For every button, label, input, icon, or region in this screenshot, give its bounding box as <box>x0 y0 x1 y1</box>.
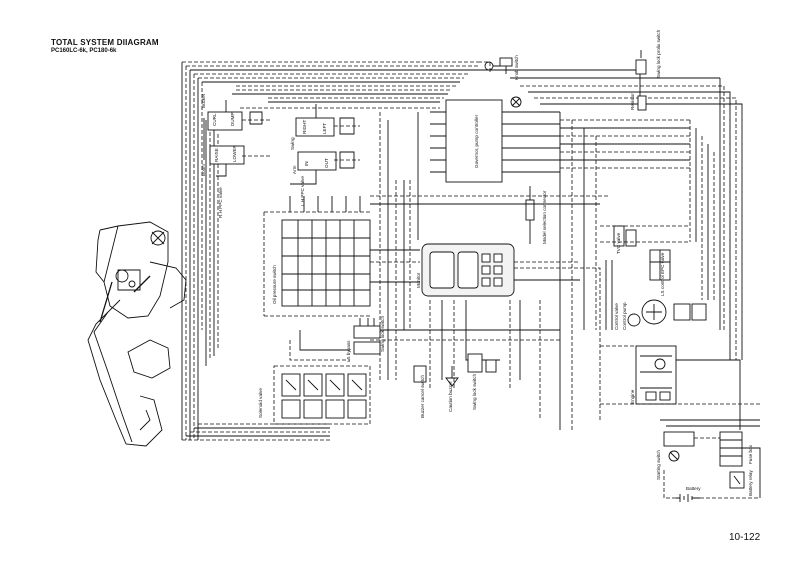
label-resistor: Resistor <box>630 93 635 110</box>
label-in: IN <box>304 161 309 166</box>
label-dump: DUMP <box>230 112 235 126</box>
label-raise: RAISE <box>214 148 219 162</box>
label-ls-bypass: LS bypass <box>346 340 351 362</box>
label-lh-ppc-valve: L.H PPC valve <box>300 176 305 206</box>
label-tvc-valve: TVC valve <box>616 232 621 254</box>
engine: Engine <box>600 345 760 430</box>
rh-ppc-valve: Bucket Boom CURL DUMP RAISE LOWER R.H PP… <box>201 93 270 218</box>
label-starting-switch: Starting switch <box>656 450 661 480</box>
right-harness <box>470 61 743 360</box>
lh-ppc-valve: Swing Arm RIGHT LEFT IN OUT L.H PPC valv… <box>290 104 360 206</box>
swing-lock-switch-area: LS bypass Swing lock switch <box>346 316 385 362</box>
governor-pump-controller: Governor, pump controller <box>430 99 560 183</box>
label-curl: CURL <box>212 113 217 126</box>
top-components: Knob switch Swing lock prolix switch Res… <box>484 29 661 111</box>
monitor: Monitor <box>416 243 515 297</box>
label-lower: LOWER <box>232 144 237 162</box>
label-swing-lock-prolix-switch: Swing lock prolix switch <box>656 29 661 78</box>
page-title: TOTAL SYSTEM DIIAGRAM <box>51 38 159 47</box>
model-selection-connector: Model selection connector <box>525 186 547 244</box>
label-buzzer-cancel-switch: Buzzer cancel switch <box>420 375 425 418</box>
label-control-valve: Control valve <box>614 303 619 330</box>
oil-pressure-switch-block: Oil pressure switch <box>263 196 371 317</box>
label-solenoid-valve: Solenoid valve <box>258 388 263 418</box>
top-harness <box>181 61 478 441</box>
label-left: LEFT <box>322 123 327 134</box>
label-swing-lock-switch: Swing lock switch <box>472 374 477 410</box>
solenoid-valve-block: Solenoid valve <box>258 365 371 425</box>
label-battery-relay: Battery relay <box>748 470 753 496</box>
label-swing-lock-switch-top: Swing lock switch <box>380 316 385 352</box>
label-battery: Battery <box>686 486 701 491</box>
label-boom: Boom <box>201 164 206 176</box>
label-arm: Arm <box>292 165 297 174</box>
label-fuse-box: Fuse box <box>748 444 753 464</box>
label-knob-switch: Knob switch <box>514 55 519 80</box>
page-number: 10-122 <box>729 532 761 543</box>
label-engine: Engine <box>630 389 635 404</box>
power-area: Starting switch Fuse box Battery relay B… <box>656 419 761 502</box>
label-model-selection-connector: Model selection connector <box>542 190 547 244</box>
label-oil-pressure-switch: Oil pressure switch <box>272 265 277 304</box>
label-right: RIGHT <box>302 120 307 134</box>
label-rh-ppc-valve: R.H PPC valve <box>218 187 223 218</box>
label-control-pump: Control pump <box>622 302 627 330</box>
pump-control-area: TVC valve LS control EPC valve Control p… <box>600 225 707 330</box>
label-monitor: Monitor <box>416 272 421 288</box>
label-swing: Swing <box>290 137 295 150</box>
label-caution-buzzer: Caution buzzer <box>448 381 453 412</box>
label-out: OUT <box>324 158 329 168</box>
buzzer-area: Buzzer cancel switch Caution buzzer Swin… <box>413 353 497 418</box>
label-bucket: Bucket <box>201 93 206 108</box>
label-governor-pump-controller: Governor, pump controller <box>474 114 479 168</box>
page-subtitle: PC160LC-6k, PC180-6k <box>51 48 117 54</box>
label-ls-control-epc-valve: LS control EPC valve <box>660 252 665 296</box>
excavator-illustration <box>87 221 187 447</box>
